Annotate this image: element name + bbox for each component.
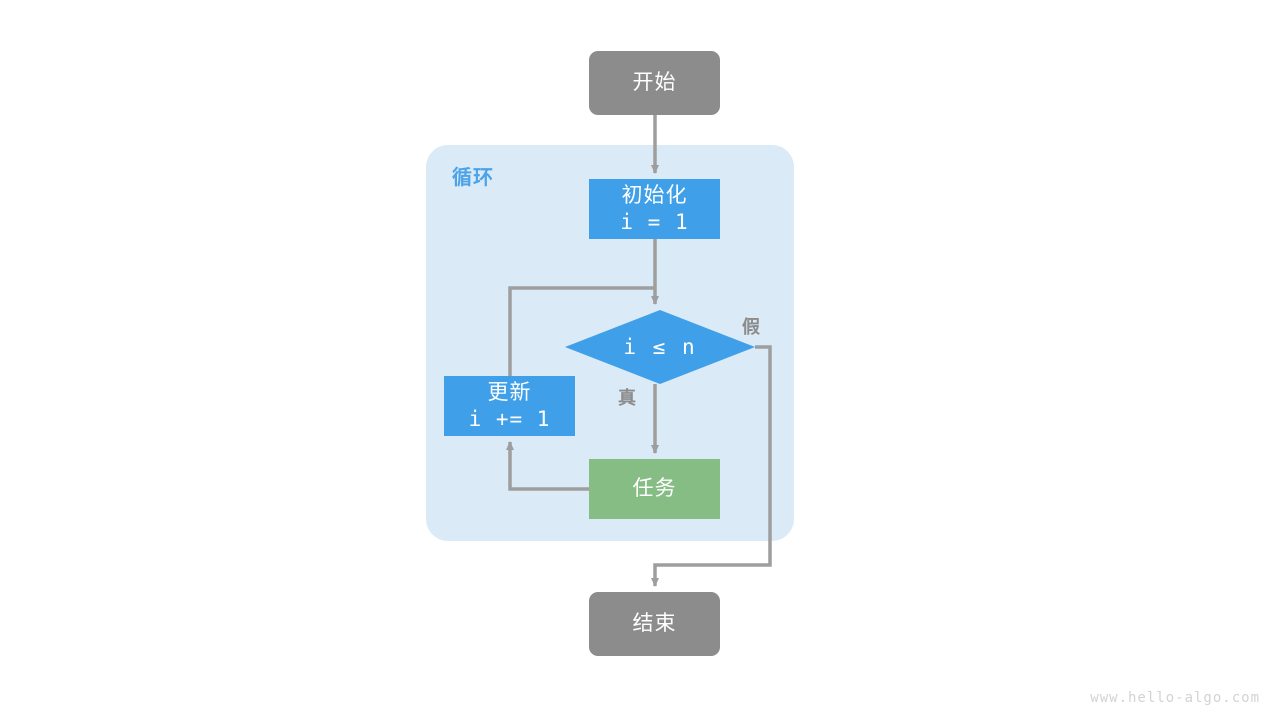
node-update[interactable]: 更新 i += 1	[444, 376, 575, 436]
node-update-line1: 更新	[487, 380, 532, 404]
node-condition[interactable]: i ≤ n	[565, 310, 755, 384]
node-task-label: 任务	[632, 476, 677, 500]
diamond-shape	[565, 310, 755, 384]
edge-update-to-condition	[508, 286, 655, 376]
node-init-line2: i = 1	[620, 210, 689, 234]
node-update-line2: i += 1	[468, 407, 551, 431]
node-end[interactable]: 结束	[589, 592, 720, 656]
edge-label-true: 真	[618, 388, 636, 408]
watermark: www.hello-algo.com	[1090, 690, 1260, 706]
node-end-label: 结束	[632, 611, 677, 635]
node-init[interactable]: 初始化 i = 1	[589, 179, 720, 239]
node-start[interactable]: 开始	[589, 51, 720, 115]
edge-label-false: 假	[742, 317, 760, 337]
node-task[interactable]: 任务	[589, 459, 720, 519]
node-condition-label: i ≤ n	[623, 335, 697, 359]
edge-task-to-update	[506, 441, 589, 491]
node-init-line1: 初始化	[621, 183, 688, 207]
node-start-label: 开始	[632, 70, 677, 94]
loop-container-label: 循环	[452, 167, 494, 189]
edge-condition-false-to-end	[651, 345, 772, 587]
